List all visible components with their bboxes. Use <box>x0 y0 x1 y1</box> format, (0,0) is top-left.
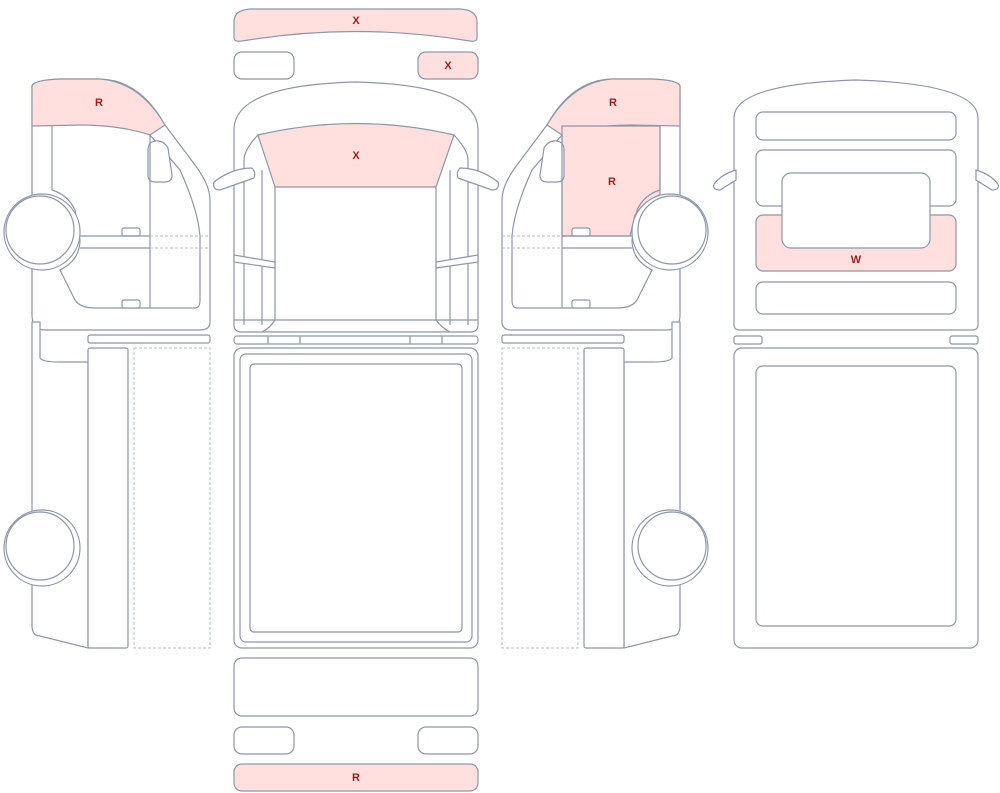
right-side-lower-body <box>623 321 681 649</box>
left-sliding-door-area <box>133 347 211 649</box>
rear-right-bumper-tab <box>949 335 979 345</box>
right-side-view: R R <box>501 78 709 649</box>
right-rear-wheel-outer <box>631 509 709 587</box>
right-rear-panel <box>583 347 625 649</box>
roof-panel-mid <box>239 353 473 643</box>
front-right-mirror <box>456 167 499 191</box>
rear-right-mirror <box>975 169 999 191</box>
front-step-right <box>435 254 479 269</box>
left-rear-panel <box>87 347 129 649</box>
bottom-left-pad <box>233 726 295 755</box>
right-front-window-label: R <box>609 97 617 109</box>
top-right-pad[interactable] <box>417 51 479 80</box>
front-a-pillar-right <box>453 134 469 325</box>
left-front-wheel-outer <box>3 193 81 271</box>
windshield-label: X <box>352 150 360 162</box>
front-left-mirror <box>213 167 256 191</box>
bottom-panel-label: R <box>352 772 360 784</box>
roof-front-panel[interactable] <box>233 8 478 42</box>
rear-left-bumper-tab <box>733 335 763 345</box>
rear-view: W <box>713 79 999 649</box>
rear-top-panel <box>755 111 957 141</box>
right-front-door-label: R <box>608 176 616 188</box>
bottom-right-pad <box>417 726 479 755</box>
left-rear-wheel-inner <box>5 511 75 581</box>
windshield[interactable] <box>257 122 455 188</box>
right-front-wheel-inner <box>637 195 707 265</box>
right-handle-top <box>571 227 591 237</box>
left-front-window-label: R <box>95 97 103 109</box>
right-rear-wheel-inner <box>637 511 707 581</box>
right-front-door-outline <box>511 126 661 309</box>
roof-panel-inner <box>249 363 463 633</box>
roof-panel-outer <box>233 347 479 649</box>
left-side-view: R <box>3 78 211 649</box>
right-side-mirror <box>539 140 565 183</box>
rear-door-inner <box>755 365 957 627</box>
right-handle-bottom <box>571 299 591 309</box>
left-handle-bottom <box>121 299 141 309</box>
left-sill-strip <box>87 334 211 344</box>
front-top-view: X X X R <box>213 8 499 792</box>
front-step-left <box>233 254 276 269</box>
left-handle-top <box>121 227 141 237</box>
rear-window-label: W <box>851 254 862 266</box>
left-front-window[interactable] <box>31 78 166 136</box>
roof-front-label: X <box>352 15 360 27</box>
top-right-pad-label: X <box>444 60 452 72</box>
right-front-wheel-outer <box>631 193 709 271</box>
left-side-lower-body <box>31 321 89 649</box>
cargo-sill <box>233 335 479 345</box>
rear-door-outer <box>733 347 979 649</box>
rear-bumper-panel <box>233 657 479 717</box>
left-front-door <box>51 126 201 309</box>
front-a-pillar-left <box>243 134 259 325</box>
top-left-pad <box>233 51 295 80</box>
left-rear-wheel-outer <box>3 509 81 587</box>
right-sill-strip <box>501 334 625 344</box>
bottom-panel[interactable] <box>233 763 479 792</box>
left-side-mirror <box>147 140 173 183</box>
rear-lower-panel <box>755 281 957 315</box>
rear-left-mirror <box>713 169 737 191</box>
right-sliding-door-area <box>501 347 579 649</box>
left-front-wheel-inner <box>5 195 75 265</box>
front-cab-body <box>233 81 479 333</box>
rear-glass-center <box>781 172 931 249</box>
